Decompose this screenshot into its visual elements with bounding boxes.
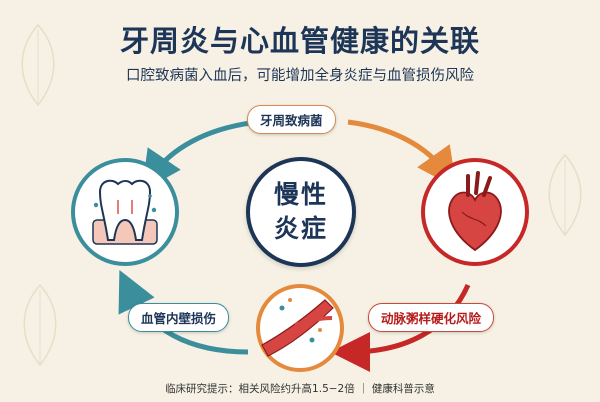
page-title: 牙周炎与心血管健康的关联 [119,24,480,58]
label-vessel-damage: 血管内壁损伤 [128,303,230,332]
tooth-node [71,158,179,266]
decorative-leaf-icon [21,23,55,107]
artery-node [256,284,344,372]
label-periodontal-bacteria: 牙周致病菌 [247,105,336,134]
decorative-leaf-icon [23,283,57,367]
center-inflammation-circle: 慢性 炎症 [246,157,356,267]
arc-bottom-left [118,269,249,355]
label-atherosclerosis-risk: 动脉粥样硬化风险 [368,303,495,332]
center-text-line2: 炎症 [273,214,328,243]
page-subtitle: 口腔致病菌入血后，可能增加全身炎症与血管损伤风险 [126,68,474,84]
center-text-line1: 慢性 [273,180,328,209]
decorative-leaf-icon [548,153,582,237]
heart-icon [448,171,502,252]
footer-note: 临床研究提示：相关风险约升高1.5−2倍 ｜ 健康科普示意 [165,383,435,395]
artery-icon [261,298,334,357]
arc-right-bottom [330,283,471,372]
arc-top-right [347,119,457,189]
arc-top-left [141,119,259,192]
tooth-icon [92,179,158,245]
heart-node [421,158,529,266]
